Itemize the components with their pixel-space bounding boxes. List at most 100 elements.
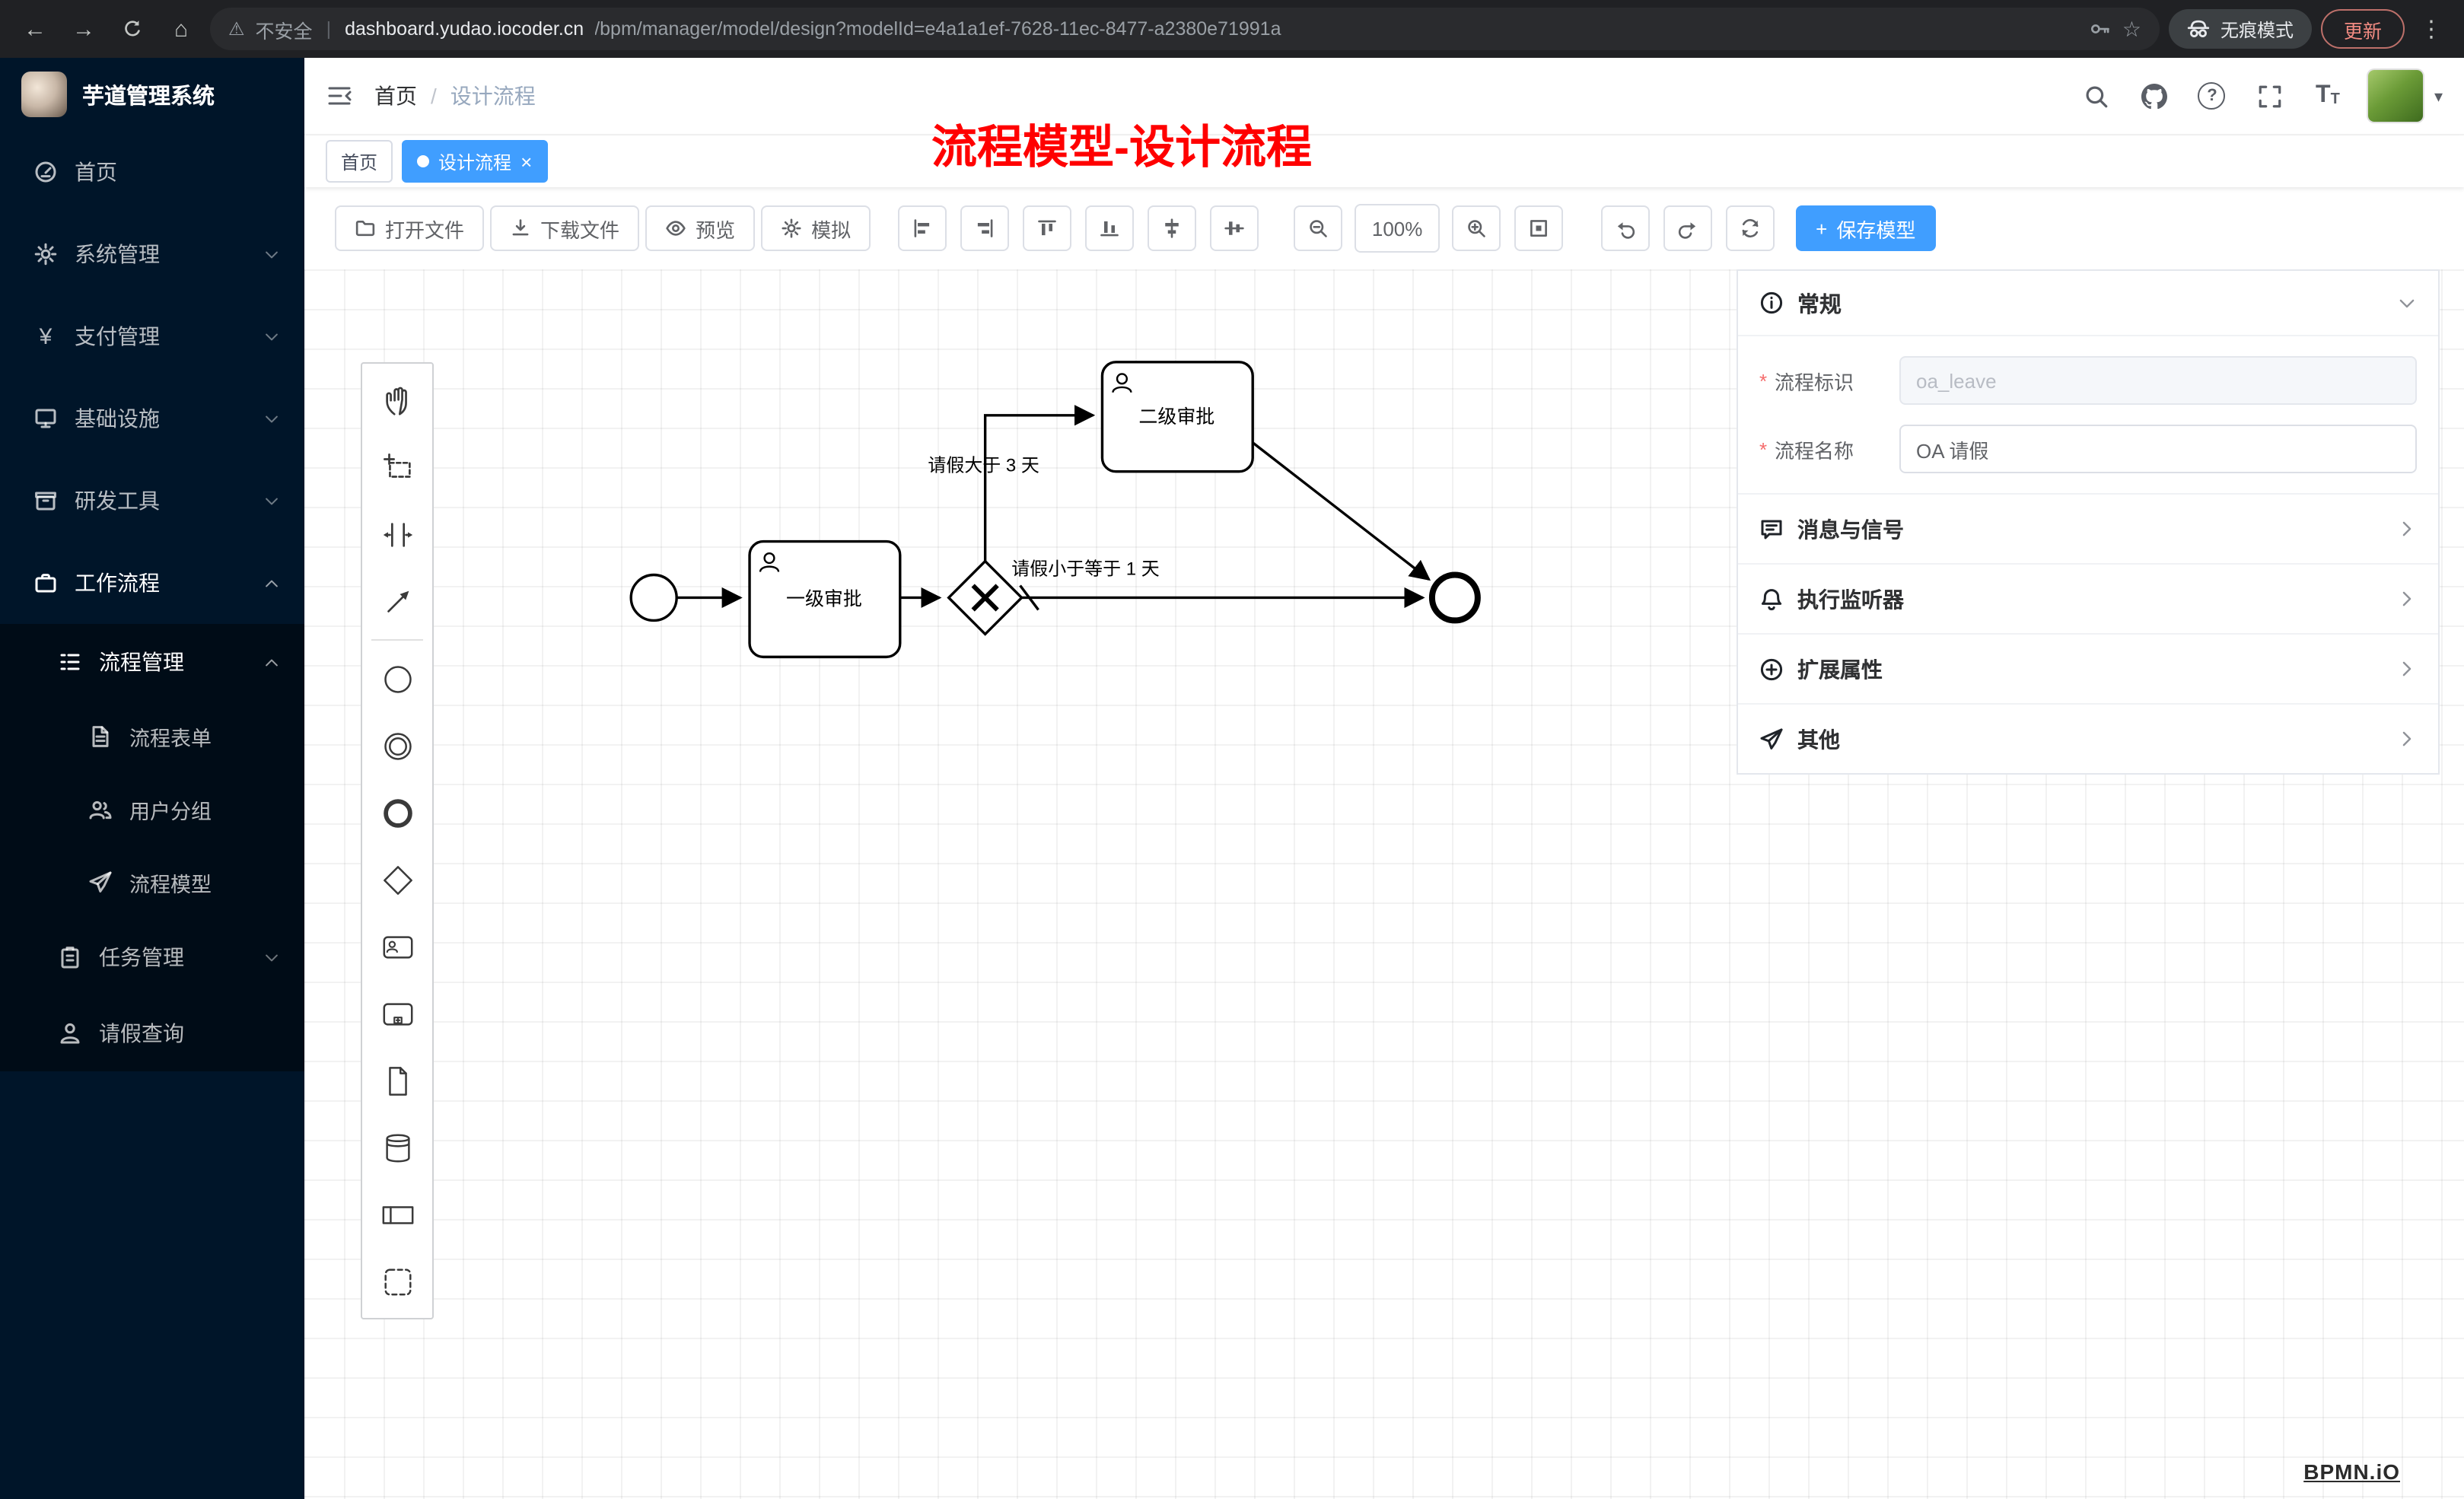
palette-create-intermediate-event[interactable] (362, 712, 432, 779)
monitor-icon (33, 406, 58, 431)
breadcrumb: 首页 / 设计流程 (374, 81, 536, 111)
process-key-input[interactable] (1899, 356, 2417, 405)
palette-create-start-event[interactable] (362, 645, 432, 712)
preview-button[interactable]: 预览 (645, 205, 756, 251)
simulate-button[interactable]: 模拟 (761, 205, 871, 251)
browser-reload-icon[interactable] (113, 9, 152, 49)
general-fields: * 流程标识 * 流程名称 (1738, 356, 2438, 473)
browser-home-icon[interactable]: ⌂ (173, 16, 189, 42)
sidebar-item-devtools[interactable]: 研发工具 (0, 460, 304, 542)
flow-gateway-to-task2[interactable] (983, 405, 1096, 562)
chevron-down-icon (263, 328, 280, 345)
panel-section-listeners[interactable]: 执行监听器 (1738, 563, 2438, 633)
palette-create-data-store[interactable] (362, 1114, 432, 1181)
fit-viewport-button[interactable] (1514, 205, 1564, 251)
palette-global-connect-tool[interactable] (362, 568, 432, 635)
palette-create-user-task[interactable] (362, 913, 432, 980)
align-center-h-button[interactable] (1148, 205, 1197, 251)
download-file-button[interactable]: 下载文件 (490, 205, 640, 251)
zoom-out-button[interactable] (1294, 205, 1343, 251)
start-event[interactable] (629, 573, 678, 622)
flow-task2-to-end[interactable] (1252, 441, 1431, 581)
eye-icon (665, 218, 686, 239)
github-icon[interactable] (2128, 65, 2180, 126)
task2-label: 二级审批 (1138, 406, 1214, 428)
clipboard-icon (58, 945, 82, 969)
close-tab-icon[interactable]: × (520, 150, 533, 173)
zoom-level[interactable]: 100% (1355, 204, 1441, 253)
sidebar-item-process-model[interactable]: 流程模型 (0, 846, 304, 919)
sidebar-item-infra[interactable]: 基础设施 (0, 377, 304, 460)
palette-lasso-tool[interactable] (362, 434, 432, 501)
fullscreen-icon[interactable] (2244, 65, 2296, 126)
panel-section-messages[interactable]: 消息与信号 (1738, 493, 2438, 563)
dashboard-icon (33, 160, 58, 184)
palette-create-subprocess[interactable] (362, 980, 432, 1047)
browser-menu-icon[interactable]: ⋮ (2420, 17, 2443, 43)
sidebar-item-process-mgmt[interactable]: 流程管理 (0, 624, 304, 700)
browser-back-icon[interactable]: ← (24, 16, 46, 42)
align-right-button[interactable] (960, 205, 1010, 251)
palette-create-gateway[interactable] (362, 846, 432, 913)
app-logo[interactable]: 芋道管理系统 (0, 58, 304, 131)
sidebar-item-payment[interactable]: ¥ 支付管理 (0, 295, 304, 377)
palette-create-group[interactable] (362, 1248, 432, 1315)
help-icon[interactable]: ? (2186, 65, 2238, 126)
zoom-in-button[interactable] (1452, 205, 1501, 251)
palette-create-data-object[interactable] (362, 1047, 432, 1114)
browser-update-button[interactable]: 更新 (2320, 9, 2405, 49)
browser-forward-icon[interactable]: → (72, 16, 95, 42)
info-icon (1759, 291, 1784, 315)
align-top-button[interactable] (1023, 205, 1072, 251)
address-bar[interactable]: ⚠ 不安全 | dashboard.yudao.iocoder.cn /bpm/… (210, 8, 2160, 50)
participant-pool-icon (380, 1197, 415, 1232)
search-icon[interactable] (2071, 65, 2122, 126)
open-file-button[interactable]: 打开文件 (335, 205, 485, 251)
sidebar-item-task-mgmt[interactable]: 任务管理 (0, 919, 304, 995)
palette-hand-tool[interactable] (362, 367, 432, 434)
undo-button[interactable] (1601, 205, 1651, 251)
task-level1[interactable] (748, 539, 902, 659)
condition-gt3-label[interactable]: 请假大于 3 天 (928, 456, 1039, 476)
task1-label: 一级审批 (786, 588, 862, 609)
document-icon (88, 724, 113, 749)
tab-home[interactable]: 首页 (326, 140, 393, 183)
save-model-button[interactable]: + 保存模型 (1796, 205, 1936, 251)
palette-space-tool[interactable] (362, 501, 432, 568)
palette-create-end-event[interactable] (362, 779, 432, 846)
password-key-icon[interactable] (2090, 18, 2112, 40)
redo-button[interactable] (1663, 205, 1713, 251)
sidebar-item-leave-query[interactable]: 请假查询 (0, 995, 304, 1071)
panel-section-general[interactable]: 常规 (1738, 271, 2438, 336)
sidebar-item-home[interactable]: 首页 (0, 131, 304, 213)
restart-button[interactable] (1726, 205, 1775, 251)
end-event[interactable] (1428, 571, 1481, 624)
bookmark-star-icon[interactable]: ☆ (2122, 16, 2141, 40)
chevron-up-icon (263, 654, 280, 670)
chevron-down-icon (263, 410, 280, 427)
process-name-input[interactable] (1899, 425, 2417, 473)
sidebar-item-user-group[interactable]: 用户分组 (0, 773, 304, 846)
palette-create-participant[interactable] (362, 1181, 432, 1248)
align-left-button[interactable] (898, 205, 947, 251)
align-bottom-button[interactable] (1085, 205, 1135, 251)
chevron-up-icon (263, 574, 280, 591)
exclusive-gateway[interactable] (947, 559, 1023, 636)
align-center-v-button[interactable] (1210, 205, 1259, 251)
condition-le1-label[interactable]: 请假小于等于 1 天 (1011, 559, 1159, 580)
sidebar-fold-icon[interactable] (326, 84, 353, 108)
space-tool-icon (380, 517, 415, 552)
bpmnio-watermark[interactable]: BPMN.iO (2303, 1459, 2400, 1484)
sidebar-item-system[interactable]: 系统管理 (0, 213, 304, 295)
panel-section-extensions[interactable]: 扩展属性 (1738, 633, 2438, 703)
panel-section-other[interactable]: 其他 (1738, 703, 2438, 773)
sidebar-item-process-form[interactable]: 流程表单 (0, 700, 304, 773)
sidebar-item-workflow[interactable]: 工作流程 (0, 542, 304, 624)
task-level2[interactable] (1100, 361, 1254, 473)
tab-design-process[interactable]: 设计流程 × (402, 140, 548, 183)
user-avatar[interactable] (2368, 70, 2424, 122)
incognito-label: 无痕模式 (2220, 19, 2294, 40)
breadcrumb-home[interactable]: 首页 (374, 84, 417, 108)
caret-down-icon[interactable]: ▾ (2434, 88, 2443, 106)
